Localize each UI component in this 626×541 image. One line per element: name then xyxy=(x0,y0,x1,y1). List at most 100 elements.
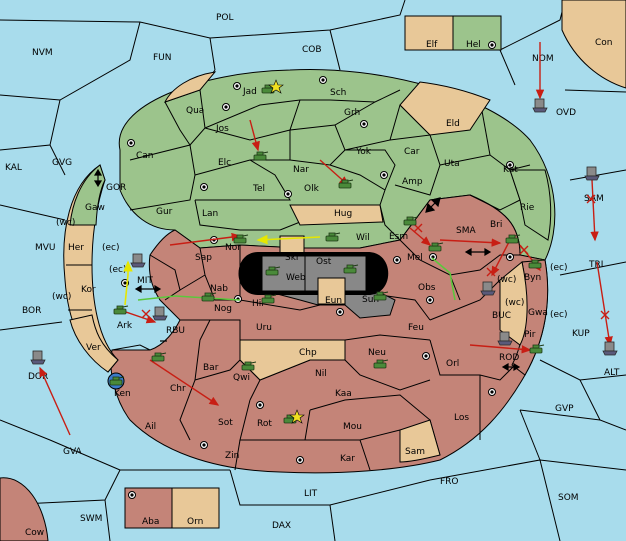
label-can: Can xyxy=(136,151,154,161)
province-sam[interactable] xyxy=(399,419,441,463)
coast-gwa-ec: (ec) xyxy=(550,310,568,320)
label-lit: LIT xyxy=(304,489,318,499)
label-esm: Esm xyxy=(389,232,408,242)
label-pol: POL xyxy=(216,13,234,23)
label-feu: Feu xyxy=(408,323,424,333)
coast-kor-ec: (ec) xyxy=(109,265,127,275)
label-nom: NOM xyxy=(532,54,554,64)
label-kat: Kat xyxy=(503,165,518,175)
coast-gaw-wc: (wc) xyxy=(56,218,75,228)
passage-arrows xyxy=(93,168,521,372)
label-ail: Ail xyxy=(145,422,156,432)
label-chr: Chr xyxy=(170,384,186,394)
province-qua[interactable] xyxy=(164,71,217,103)
star-rot xyxy=(289,409,305,424)
label-dor: DOR xyxy=(28,372,48,382)
label-bri: Bri xyxy=(490,220,502,230)
province-chp[interactable] xyxy=(239,339,346,381)
label-ovd: OVD xyxy=(556,108,576,118)
label-buc: BUC xyxy=(492,311,511,321)
label-grh: Grh xyxy=(344,108,360,118)
label-gor: GOR xyxy=(106,183,126,193)
label-swm: SWM xyxy=(80,514,102,524)
label-yok: Yok xyxy=(355,147,372,157)
label-sot: Sot xyxy=(218,418,233,428)
label-tel: Tel xyxy=(252,184,265,194)
label-hel: Hel xyxy=(466,40,481,50)
label-alt: ALT xyxy=(604,368,620,378)
coast-bri-wc: (wc) xyxy=(497,275,516,285)
label-hil: Hil xyxy=(252,299,264,309)
label-pir: Pir xyxy=(524,330,536,340)
label-hug: Hug xyxy=(334,209,352,219)
province-rie[interactable] xyxy=(509,169,552,241)
label-her: Her xyxy=(68,243,84,253)
label-mvu: MVU xyxy=(35,243,56,253)
label-car: Car xyxy=(404,147,420,157)
province-ost[interactable] xyxy=(261,255,367,292)
province-labels: POL NVM FUN COB Elf Hel Con NOM OVD KAL … xyxy=(5,13,620,538)
west-borders xyxy=(66,224,96,311)
label-ark: Ark xyxy=(117,321,133,331)
label-amp: Amp xyxy=(402,177,423,187)
label-rod: ROD xyxy=(499,353,519,363)
province-hug[interactable] xyxy=(289,204,384,226)
label-sam-province: Sam xyxy=(405,447,425,457)
label-chp: Chp xyxy=(299,348,317,358)
label-zin: Zin xyxy=(225,451,239,461)
label-eld: Eld xyxy=(446,119,460,129)
coast-her-ec: (ec) xyxy=(102,243,120,253)
label-orn: Orn xyxy=(187,517,203,527)
label-ken: Ken xyxy=(114,389,131,399)
label-lan: Lan xyxy=(202,209,218,219)
label-nar: Nar xyxy=(293,165,309,175)
label-rbu: RBU xyxy=(166,326,185,336)
label-mou: Mou xyxy=(343,422,362,432)
star-jad xyxy=(268,79,284,94)
label-nil: Nil xyxy=(315,369,327,379)
coast-byn-ec: (ec) xyxy=(550,263,568,273)
label-jad: Jad xyxy=(242,87,257,97)
label-gaw: Gaw xyxy=(85,203,105,213)
label-elf: Elf xyxy=(426,40,438,50)
label-nvm: NVM xyxy=(32,48,53,58)
label-obs: Obs xyxy=(418,283,436,293)
label-skr: Skr xyxy=(285,253,300,263)
label-cow: Cow xyxy=(25,528,44,538)
label-kor: Kor xyxy=(81,285,96,295)
label-uta: Uta xyxy=(444,159,460,169)
label-sun: Sun xyxy=(362,295,379,305)
label-dax: DAX xyxy=(272,521,291,531)
label-bar: Bar xyxy=(203,363,219,373)
label-kar: Kar xyxy=(340,454,355,464)
label-mit: MIT xyxy=(137,276,153,286)
label-mel: Mel xyxy=(407,253,423,263)
label-qua: Qua xyxy=(186,106,204,116)
label-con: Con xyxy=(595,38,613,48)
coast-kor-wc: (wc) xyxy=(52,292,71,302)
label-gur: Gur xyxy=(156,207,173,217)
label-tri: TRI xyxy=(588,260,603,270)
label-wil: Wil xyxy=(356,233,370,243)
coast-gwa-wc: (wc) xyxy=(505,298,524,308)
province-gwa[interactable] xyxy=(499,261,528,346)
label-nog: Nog xyxy=(214,304,232,314)
label-jos: Jos xyxy=(215,124,229,134)
province-eun-box[interactable] xyxy=(317,277,346,305)
label-nor: Nor xyxy=(225,243,241,253)
label-uru: Uru xyxy=(256,323,272,333)
province-orn[interactable] xyxy=(171,487,220,529)
label-qwi: Qwi xyxy=(233,373,250,383)
label-sch: Sch xyxy=(330,88,346,98)
label-los: Los xyxy=(454,413,469,423)
label-bor: BOR xyxy=(22,306,41,316)
label-som: SOM xyxy=(558,493,579,503)
label-kal: KAL xyxy=(5,163,22,173)
label-orl: Orl xyxy=(446,359,459,369)
province-elf[interactable] xyxy=(404,15,454,51)
province-ver[interactable] xyxy=(69,314,119,373)
label-sam: SAM xyxy=(584,194,604,204)
province-eld[interactable] xyxy=(399,81,491,136)
